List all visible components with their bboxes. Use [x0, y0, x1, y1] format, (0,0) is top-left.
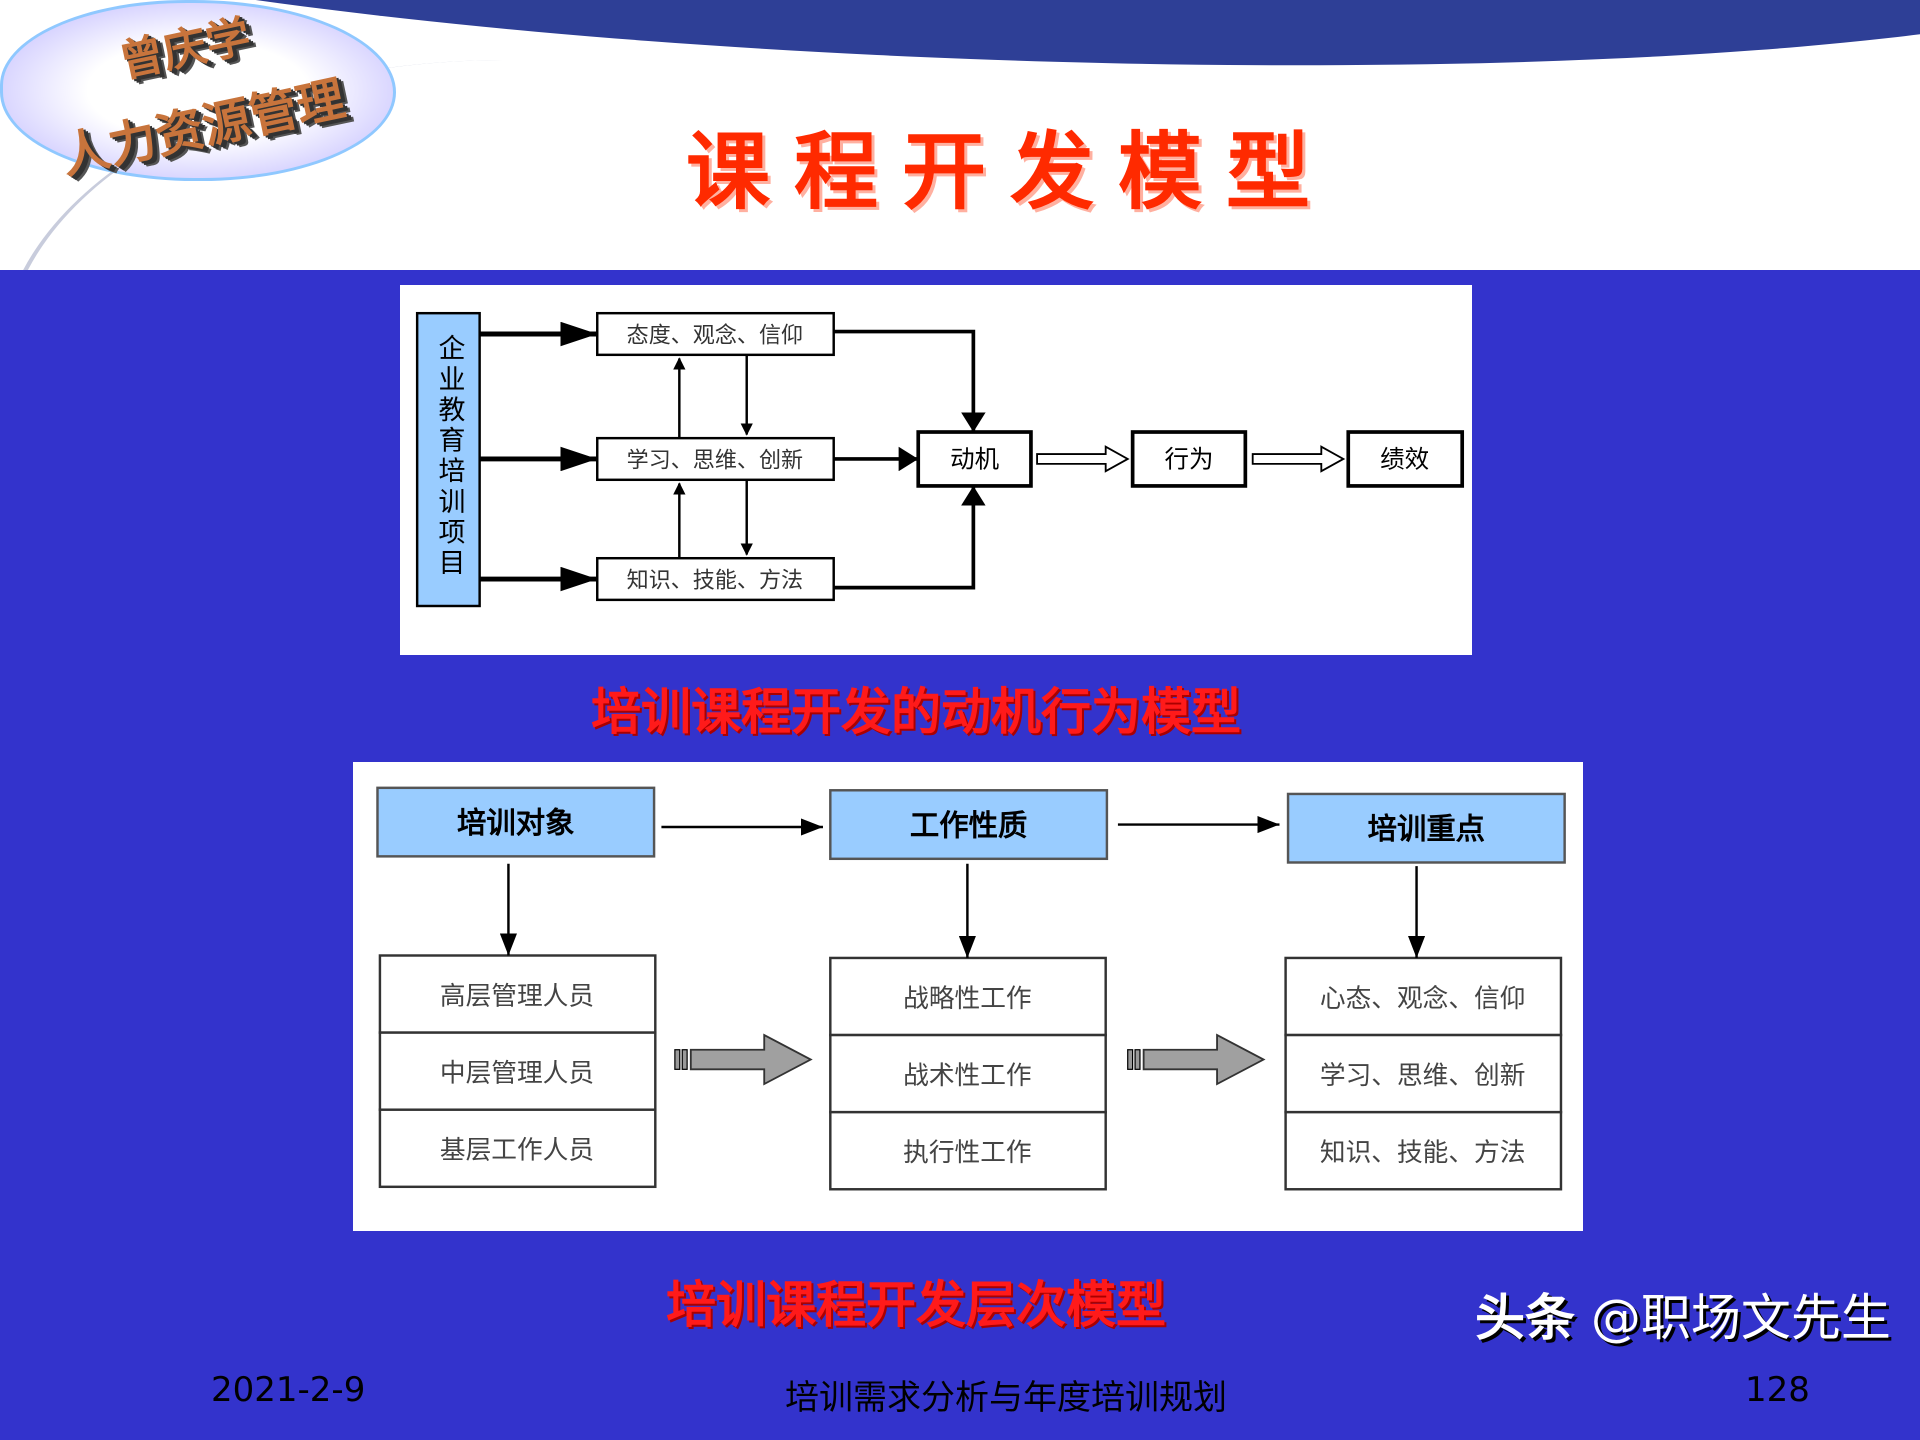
- factor-box: 态度、观念、信仰: [596, 311, 835, 357]
- diagram1-caption: 培训课程开发的动机行为模型: [591, 683, 1241, 741]
- list-item: 中层管理人员: [440, 1059, 594, 1089]
- header-box: [1286, 792, 1566, 864]
- watermark-brand: 头条: [1475, 1289, 1575, 1347]
- column-header: 培训对象: [457, 805, 574, 840]
- slide-header: 曾庆学 人力资源管理 课程开发模型: [0, 0, 1920, 270]
- arrow: [833, 329, 986, 433]
- factor-box: 学习、思维、创新: [596, 436, 835, 482]
- footer-title: 培训需求分析与年度培训规划: [785, 1378, 1227, 1418]
- list-item-box: [1284, 956, 1563, 1037]
- list-item-box: [829, 1033, 1107, 1114]
- block-arrow-icon: [1127, 1033, 1266, 1086]
- footer-date: 2021-2-9: [211, 1370, 366, 1410]
- chain-box: 绩效: [1346, 430, 1465, 488]
- chain-box: 行为: [1130, 430, 1248, 488]
- watermark-handle: @职场文先生: [1590, 1289, 1891, 1347]
- logo-line1: 曾庆学: [115, 10, 255, 89]
- list-item-box: [1284, 1110, 1563, 1191]
- list-item: 心态、观念、信仰: [1320, 984, 1525, 1014]
- chain-label: 行为: [1164, 445, 1213, 474]
- arrow: [833, 485, 986, 590]
- list-item: 知识、技能、方法: [1320, 1138, 1525, 1168]
- motivation-behavior-diagram: 企业教育培训项目 态度、观念、信仰 学习、思维、创新 知识、技能、方法 动机 行…: [400, 285, 1472, 655]
- diagram2-caption: 培训课程开发层次模型: [666, 1276, 1166, 1334]
- factor-box: 知识、技能、方法: [596, 556, 835, 602]
- page-number: 128: [1745, 1370, 1810, 1410]
- list-item: 基层工作人员: [440, 1136, 594, 1166]
- chain-box: 动机: [916, 430, 1033, 488]
- list-item-box: [378, 954, 657, 1034]
- list-item: 战术性工作: [903, 1061, 1031, 1091]
- hollow-arrow-icon: [1036, 445, 1130, 473]
- list-item: 执行性工作: [903, 1138, 1031, 1168]
- factor-label: 学习、思维、创新: [627, 449, 803, 474]
- header-box: [376, 786, 656, 858]
- list-item: 高层管理人员: [440, 981, 594, 1011]
- source-box: 企业教育培训项目: [415, 311, 481, 608]
- list-item-box: [1284, 1033, 1563, 1114]
- level-model-diagram: 培训对象高层管理人员中层管理人员基层工作人员工作性质战略性工作战术性工作执行性工…: [353, 762, 1583, 1231]
- factor-label: 态度、观念、信仰: [627, 324, 803, 349]
- list-item-box: [829, 1110, 1107, 1191]
- list-item: 战略性工作: [903, 984, 1031, 1014]
- slide-title: 课程开发模型: [685, 122, 1334, 221]
- header-box: [829, 789, 1109, 861]
- list-item-box: [378, 1031, 657, 1111]
- chain-label: 绩效: [1380, 445, 1429, 474]
- column-header: 工作性质: [910, 808, 1027, 843]
- source-label: 企业教育培训项目: [434, 334, 465, 579]
- watermark: 头条 @职场文先生: [1475, 1288, 1891, 1348]
- factor-label: 知识、技能、方法: [627, 569, 803, 594]
- logo-cloud: 曾庆学 人力资源管理: [0, 0, 396, 185]
- column-header: 培训重点: [1368, 811, 1485, 846]
- list-item: 学习、思维、创新: [1320, 1061, 1525, 1091]
- list-item-box: [378, 1108, 657, 1189]
- hollow-arrow-icon: [1251, 445, 1346, 473]
- block-arrow-icon: [674, 1033, 813, 1086]
- chain-label: 动机: [950, 445, 999, 474]
